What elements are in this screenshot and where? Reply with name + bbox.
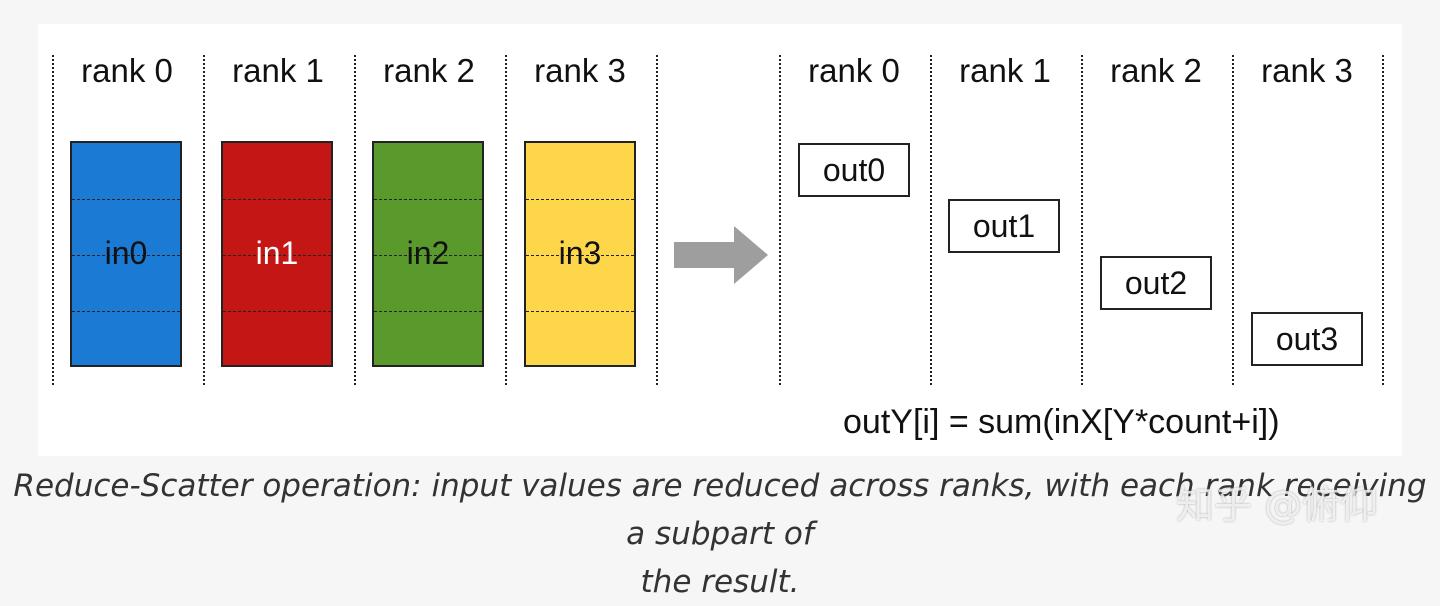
chunk-divider bbox=[72, 311, 180, 312]
chunk-divider bbox=[374, 255, 482, 256]
output-box-rank-3: out3 bbox=[1251, 312, 1363, 366]
chunk-divider bbox=[223, 311, 331, 312]
input-label-1: in1 bbox=[255, 235, 299, 271]
chunk-divider bbox=[526, 311, 634, 312]
caption-line-1: Reduce-Scatter operation: input values a… bbox=[13, 468, 1427, 552]
left-rank-label-2: rank 2 bbox=[383, 52, 475, 89]
left-rank-label-3: rank 3 bbox=[534, 52, 626, 89]
right-divider-3 bbox=[1232, 55, 1234, 385]
input-label-0: in0 bbox=[104, 235, 148, 271]
right-rank-label-2: rank 2 bbox=[1110, 52, 1202, 89]
output-box-rank-0: out0 bbox=[798, 143, 910, 197]
input-label-3: in3 bbox=[558, 235, 602, 271]
input-block-rank-2: in2 bbox=[372, 141, 484, 367]
right-divider-2 bbox=[1081, 55, 1083, 385]
input-block-rank-1: in1 bbox=[221, 141, 333, 367]
chunk-divider bbox=[72, 255, 180, 256]
chunk-divider bbox=[72, 199, 180, 200]
input-label-2: in2 bbox=[406, 235, 450, 271]
output-box-rank-1: out1 bbox=[948, 199, 1060, 253]
chunk-divider bbox=[374, 199, 482, 200]
left-divider-3 bbox=[505, 55, 507, 385]
chunk-divider bbox=[223, 255, 331, 256]
input-block-rank-0: in0 bbox=[70, 141, 182, 367]
chunk-divider bbox=[374, 311, 482, 312]
right-rank-label-3: rank 3 bbox=[1261, 52, 1353, 89]
right-rank-label-0: rank 0 bbox=[808, 52, 900, 89]
formula-text: outY[i] = sum(inX[Y*count+i]) bbox=[843, 403, 1280, 441]
watermark-text: 知乎 @俯仰 bbox=[1176, 483, 1379, 527]
chunk-divider bbox=[223, 199, 331, 200]
output-box-rank-2: out2 bbox=[1100, 256, 1212, 310]
right-divider-4 bbox=[1382, 55, 1384, 385]
left-rank-label-0: rank 0 bbox=[81, 52, 173, 89]
chunk-divider bbox=[526, 199, 634, 200]
left-divider-2 bbox=[354, 55, 356, 385]
left-divider-4 bbox=[656, 55, 658, 385]
right-rank-label-1: rank 1 bbox=[959, 52, 1051, 89]
right-divider-1 bbox=[930, 55, 932, 385]
chunk-divider bbox=[526, 255, 634, 256]
left-rank-label-1: rank 1 bbox=[232, 52, 324, 89]
input-block-rank-3: in3 bbox=[524, 141, 636, 367]
left-divider-1 bbox=[203, 55, 205, 385]
right-divider-0 bbox=[779, 55, 781, 385]
right-arrow-icon bbox=[674, 226, 768, 284]
caption-line-2: the result. bbox=[640, 564, 800, 600]
left-divider-0 bbox=[52, 55, 54, 385]
